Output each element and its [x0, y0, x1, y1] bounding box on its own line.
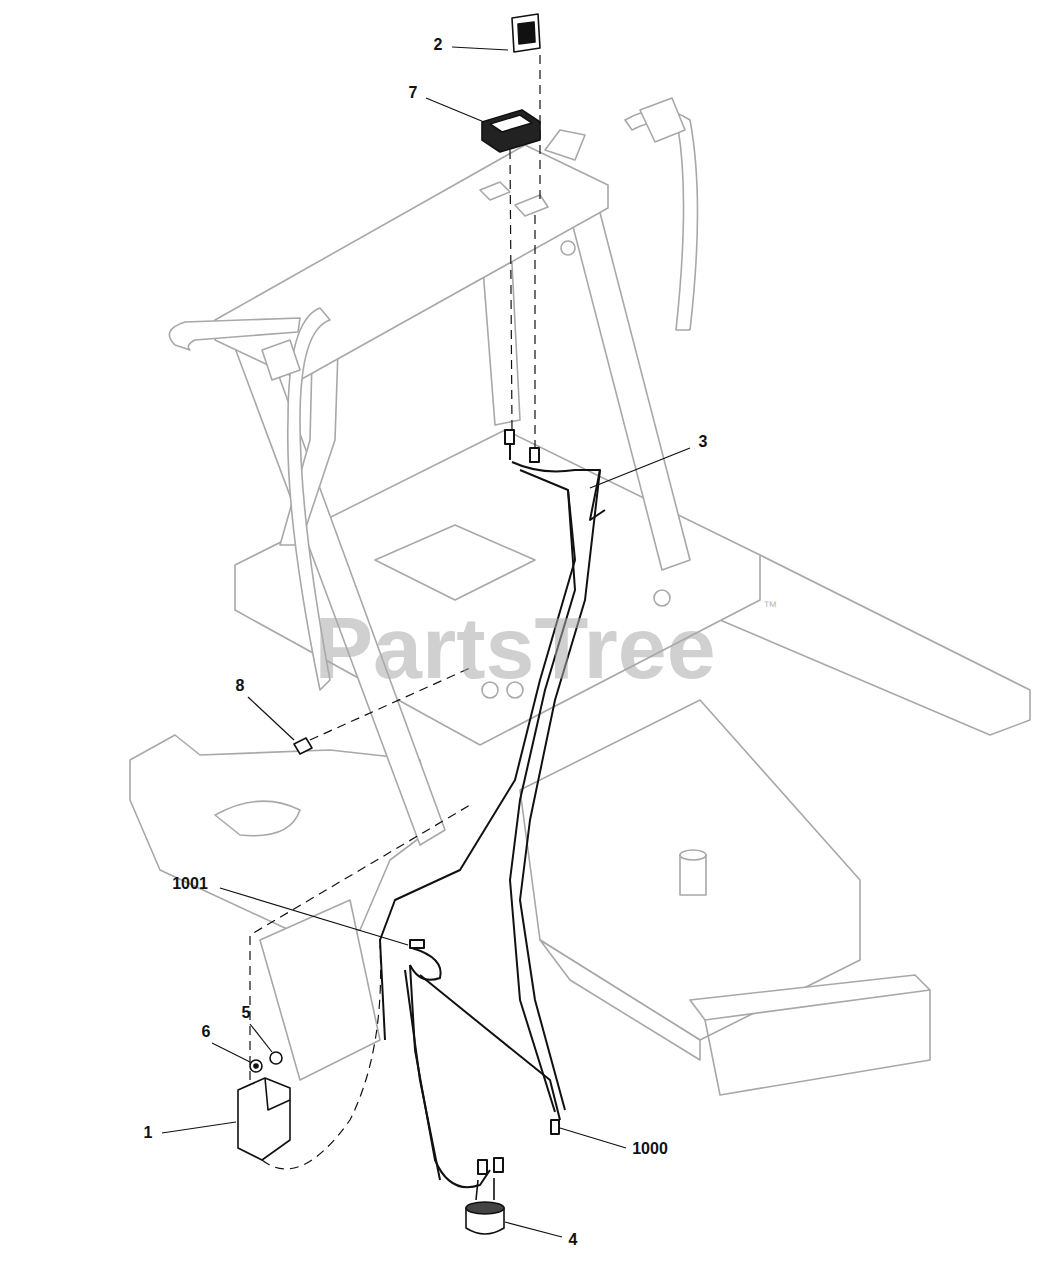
callout-number: 1: [144, 1125, 153, 1141]
deck-opening: [375, 525, 535, 600]
left-grip: [262, 340, 300, 380]
switch-face: [490, 115, 532, 132]
switch-top: [466, 1202, 504, 1214]
washer-hole: [254, 1064, 258, 1068]
switch-cutouts: [480, 182, 548, 216]
wire-loop: [410, 948, 441, 980]
connector: [494, 1158, 503, 1172]
harness-end: [590, 470, 605, 520]
ignition-key: [545, 130, 585, 160]
watermark-mark: ™: [763, 599, 777, 613]
callout-number: 8: [236, 678, 245, 694]
ring-terminal: [551, 1120, 559, 1134]
leader-line: [248, 697, 294, 740]
leader-line: [426, 98, 484, 122]
wire: [420, 975, 560, 1120]
leader-line: [452, 47, 508, 50]
relay-tab: [265, 1078, 290, 1110]
harness-branch: [512, 462, 600, 1110]
assembly-line: [250, 805, 470, 1080]
switch-pins: [476, 1178, 494, 1200]
callout-number: 3: [699, 434, 708, 450]
connector: [478, 1160, 487, 1174]
rocker-face: [518, 22, 535, 44]
filler-pipe: [680, 855, 706, 895]
leader-line: [212, 1043, 250, 1062]
right-grip: [640, 98, 685, 142]
right-upright: [570, 205, 690, 570]
rail-side: [705, 990, 930, 1095]
footrest: [130, 735, 430, 935]
leader-line: [505, 1222, 562, 1237]
assembly-line: [510, 150, 512, 430]
washer: [250, 1060, 262, 1072]
bolt: [294, 738, 312, 754]
connector: [530, 448, 539, 462]
watermark: PartsTree: [314, 604, 715, 692]
relay: [238, 1078, 290, 1160]
wire-to-switch: [405, 970, 440, 1180]
leader-line: [590, 448, 690, 488]
connector: [410, 940, 424, 948]
bracket-plate: [260, 900, 380, 1080]
leader-line: [162, 1122, 236, 1133]
housing-lip: [540, 940, 700, 1060]
leader-line: [250, 1024, 272, 1052]
callout-number: 1000: [632, 1141, 668, 1157]
harness-branch: [510, 470, 575, 1112]
switch: [482, 110, 540, 152]
callout-number: 2: [434, 37, 443, 53]
leader-line: [560, 1128, 626, 1148]
nut: [270, 1052, 282, 1064]
bolt-head: [561, 241, 575, 255]
filler-pipe-top: [680, 850, 706, 860]
leader-line: [220, 888, 408, 945]
callout-number: 4: [569, 1232, 578, 1248]
rocker-switch: [512, 14, 540, 52]
callout-number: 6: [202, 1024, 211, 1040]
callout-number: 7: [409, 85, 418, 101]
harness-branch: [380, 490, 575, 1040]
top-plate: [215, 145, 608, 380]
connector: [505, 430, 514, 444]
callout-number: 1001: [172, 876, 208, 892]
footrest-hole: [215, 801, 300, 836]
rail: [690, 975, 930, 1020]
right-handle: [625, 110, 698, 330]
wire-harness: [380, 430, 605, 1187]
left-upright: [232, 330, 445, 845]
assembly-line: [534, 215, 535, 448]
frame-outline: [130, 98, 1030, 1095]
callout-number: 5: [242, 1005, 251, 1021]
